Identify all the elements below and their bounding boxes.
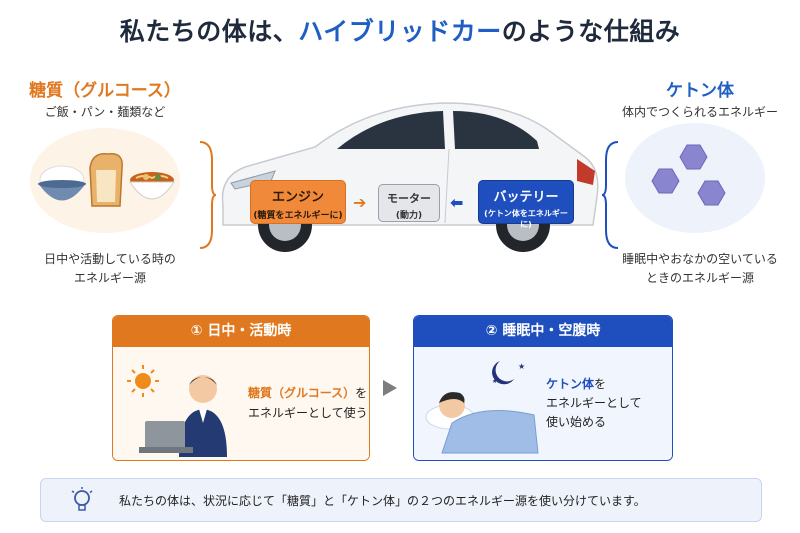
night-text-line3: 使い始める [546, 415, 607, 429]
sleep-fasting-panel: ② 睡眠中・空腹時 ★ ★ ケトン体を エネルギーとして 使い始める [413, 315, 673, 461]
left-bracket [199, 141, 217, 249]
battery-label: バッテリー [493, 190, 559, 205]
page-title: 私たちの体は、ハイブリッドカーのような仕組み [0, 12, 800, 48]
right-bracket [601, 141, 619, 249]
ketone-caption-line1: 睡眠中やおなかの空いている [622, 252, 778, 266]
day-text-accent: 糖質（グルコース） [248, 386, 356, 400]
day-text-rest: を [355, 386, 368, 400]
title-highlight: ハイブリッドカー [298, 17, 502, 46]
night-text-accent: ケトン体 [546, 377, 595, 391]
working-person-illustration [127, 365, 227, 457]
day-panel-heading: ① 日中・活動時 [113, 316, 369, 347]
motor-label: モーター [387, 192, 431, 205]
sun-icon [127, 365, 159, 397]
lightbulb-icon [71, 487, 93, 511]
sugar-heading: 糖質（グルコース） [29, 81, 181, 101]
ketone-illustration [625, 123, 765, 233]
engine-label: エンジン [271, 190, 324, 205]
day-activity-panel: ① 日中・活動時 糖質（グルコース）を エネルギーとして使 [112, 315, 370, 461]
sleeping-person-illustration: ★ ★ [425, 361, 539, 454]
ketone-subtitle: 体内でつくられるエネルギー [621, 105, 778, 119]
day-panel-text: 糖質（グルコース）を エネルギーとして使う [248, 383, 368, 423]
sugar-caption: 日中や活動している時の エネルギー源 [20, 250, 200, 288]
engine-box: エンジン (糖質をエネルギーに) [250, 180, 346, 224]
title-part2: のような仕組み [501, 17, 681, 46]
ketone-caption-line2: ときのエネルギー源 [645, 271, 754, 285]
night-panel-heading: ② 睡眠中・空腹時 [414, 316, 672, 347]
battery-sub: (ケトン体をエネルギーに) [484, 209, 568, 229]
ketone-caption: 睡眠中やおなかの空いている ときのエネルギー源 [600, 250, 800, 288]
night-panel-body: ★ ★ ケトン体を エネルギーとして 使い始める [414, 347, 672, 460]
panel-transition-arrow-icon [383, 380, 397, 396]
ketone-heading: ケトン体 [666, 81, 734, 101]
battery-to-motor-arrow-icon: ⬅ [450, 193, 464, 212]
food-illustration [30, 128, 180, 233]
moon-icon: ★ ★ [492, 361, 525, 385]
bread-icon [89, 153, 123, 207]
night-text-line2: エネルギーとして [546, 396, 642, 410]
rice-bowl-icon [38, 165, 86, 201]
motor-sub: (動力) [395, 211, 423, 221]
sugar-subtitle: ご飯・パン・麺類など [44, 105, 166, 119]
footer-text: 私たちの体は、状況に応じて「糖質」と「ケトン体」の２つのエネルギー源を使い分けて… [119, 494, 646, 508]
battery-box: バッテリー (ケトン体をエネルギーに) [478, 180, 574, 229]
day-text-line2: エネルギーとして使う [248, 406, 368, 420]
day-panel-body: 糖質（グルコース）を エネルギーとして使う [113, 347, 369, 460]
night-panel-text: ケトン体を エネルギーとして 使い始める [546, 375, 642, 432]
sugar-caption-line1: 日中や活動している時の [44, 252, 176, 266]
svg-text:★: ★ [492, 378, 497, 385]
engine-sub: (糖質をエネルギーに) [253, 211, 343, 221]
sugar-caption-line2: エネルギー源 [73, 271, 146, 285]
hybrid-car-illustration [221, 102, 599, 252]
svg-text:★: ★ [518, 362, 525, 371]
engine-to-motor-arrow-icon: ➔ [353, 193, 367, 212]
hexagon-icon [651, 144, 726, 206]
motor-box: モーター (動力) [378, 184, 440, 222]
night-text-rest: を [594, 377, 607, 391]
summary-footer: 私たちの体は、状況に応じて「糖質」と「ケトン体」の２つのエネルギー源を使い分けて… [40, 478, 762, 522]
noodle-bowl-icon [129, 172, 175, 200]
title-part1: 私たちの体は、 [119, 17, 299, 46]
